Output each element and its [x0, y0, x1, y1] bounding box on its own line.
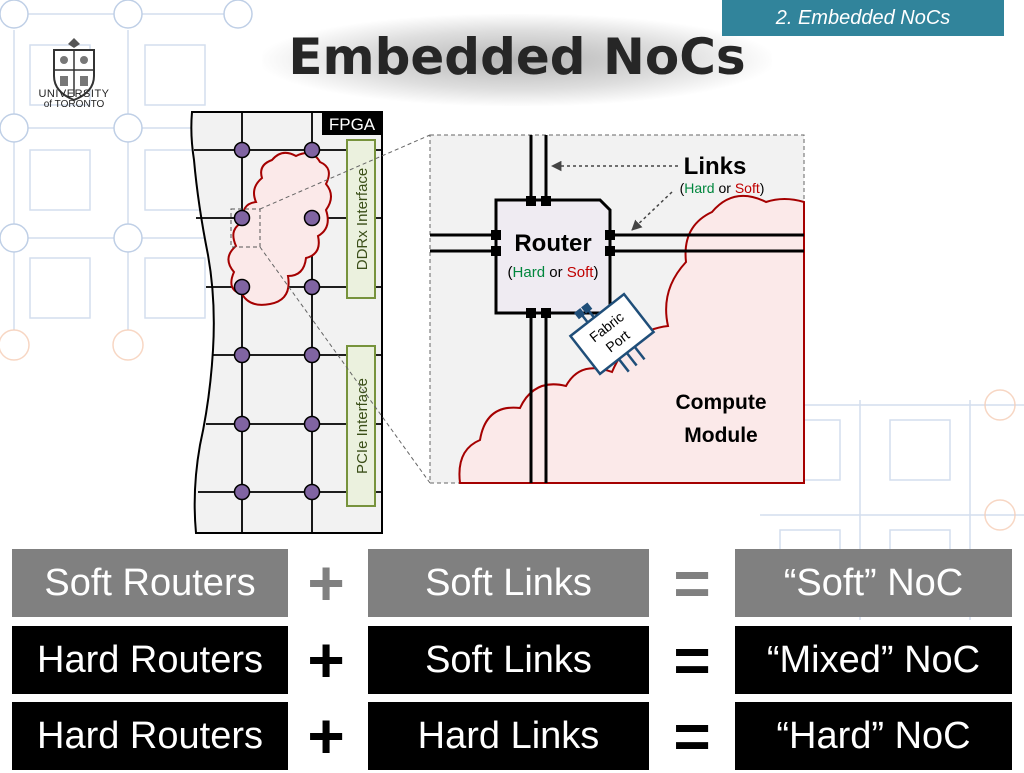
router-node	[233, 346, 251, 364]
noc-diagram: FPGA DDRx Interface PCIe Interface	[190, 111, 805, 534]
plus-sign: +	[307, 700, 345, 772]
slide-title: Embedded NoCs	[288, 28, 746, 86]
result-box: “Hard” NoC	[735, 702, 1012, 770]
result-box: “Soft” NoC	[735, 549, 1012, 617]
equals-sign: =	[673, 624, 711, 696]
router-node	[303, 141, 321, 159]
links-box: Hard Links	[368, 702, 649, 770]
equals-sign: =	[673, 547, 711, 619]
router-node	[233, 209, 251, 227]
section-tag: 2. Embedded NoCs	[722, 0, 1004, 36]
fpga-label: FPGA	[329, 115, 376, 134]
router-hard-or-soft: (Hard or Soft)	[508, 264, 599, 281]
plus-sign: +	[307, 547, 345, 619]
routers-box: Hard Routers	[12, 626, 288, 694]
compute-module-label-2: Module	[684, 424, 758, 447]
ddr-interface-label: DDRx Interface	[354, 168, 371, 271]
router-node	[233, 278, 251, 296]
router-node	[303, 415, 321, 433]
router-node	[303, 209, 321, 227]
equals-sign: =	[673, 700, 711, 772]
routers-box: Hard Routers	[12, 702, 288, 770]
routers-box: Soft Routers	[12, 549, 288, 617]
logo-line2: of TORONTO	[43, 99, 105, 110]
university-crest-icon	[53, 38, 95, 102]
logo-line1: UNIVERSITY	[38, 88, 110, 100]
router-node	[233, 415, 251, 433]
title-glow	[262, 14, 772, 106]
fpga-chip: FPGA DDRx Interface PCIe Interface	[190, 111, 383, 534]
router-node	[303, 483, 321, 501]
links-box: Soft Links	[368, 626, 649, 694]
fabric-port: Fabric Port	[568, 292, 656, 376]
router-node	[303, 346, 321, 364]
router-node	[303, 278, 321, 296]
pcie-interface-label: PCIe Interface	[354, 378, 371, 474]
links-label: Links	[684, 153, 747, 180]
zoomed-router-panel: Router (Hard or Soft) Fabric Port Links …	[429, 134, 805, 484]
links-box: Soft Links	[368, 549, 649, 617]
links-hard-or-soft: (Hard or Soft)	[680, 180, 765, 196]
router-label: Router	[514, 230, 591, 257]
compute-module-label-1: Compute	[676, 391, 767, 414]
router-node	[233, 141, 251, 159]
plus-sign: +	[307, 624, 345, 696]
router-node	[233, 483, 251, 501]
result-box: “Mixed” NoC	[735, 626, 1012, 694]
